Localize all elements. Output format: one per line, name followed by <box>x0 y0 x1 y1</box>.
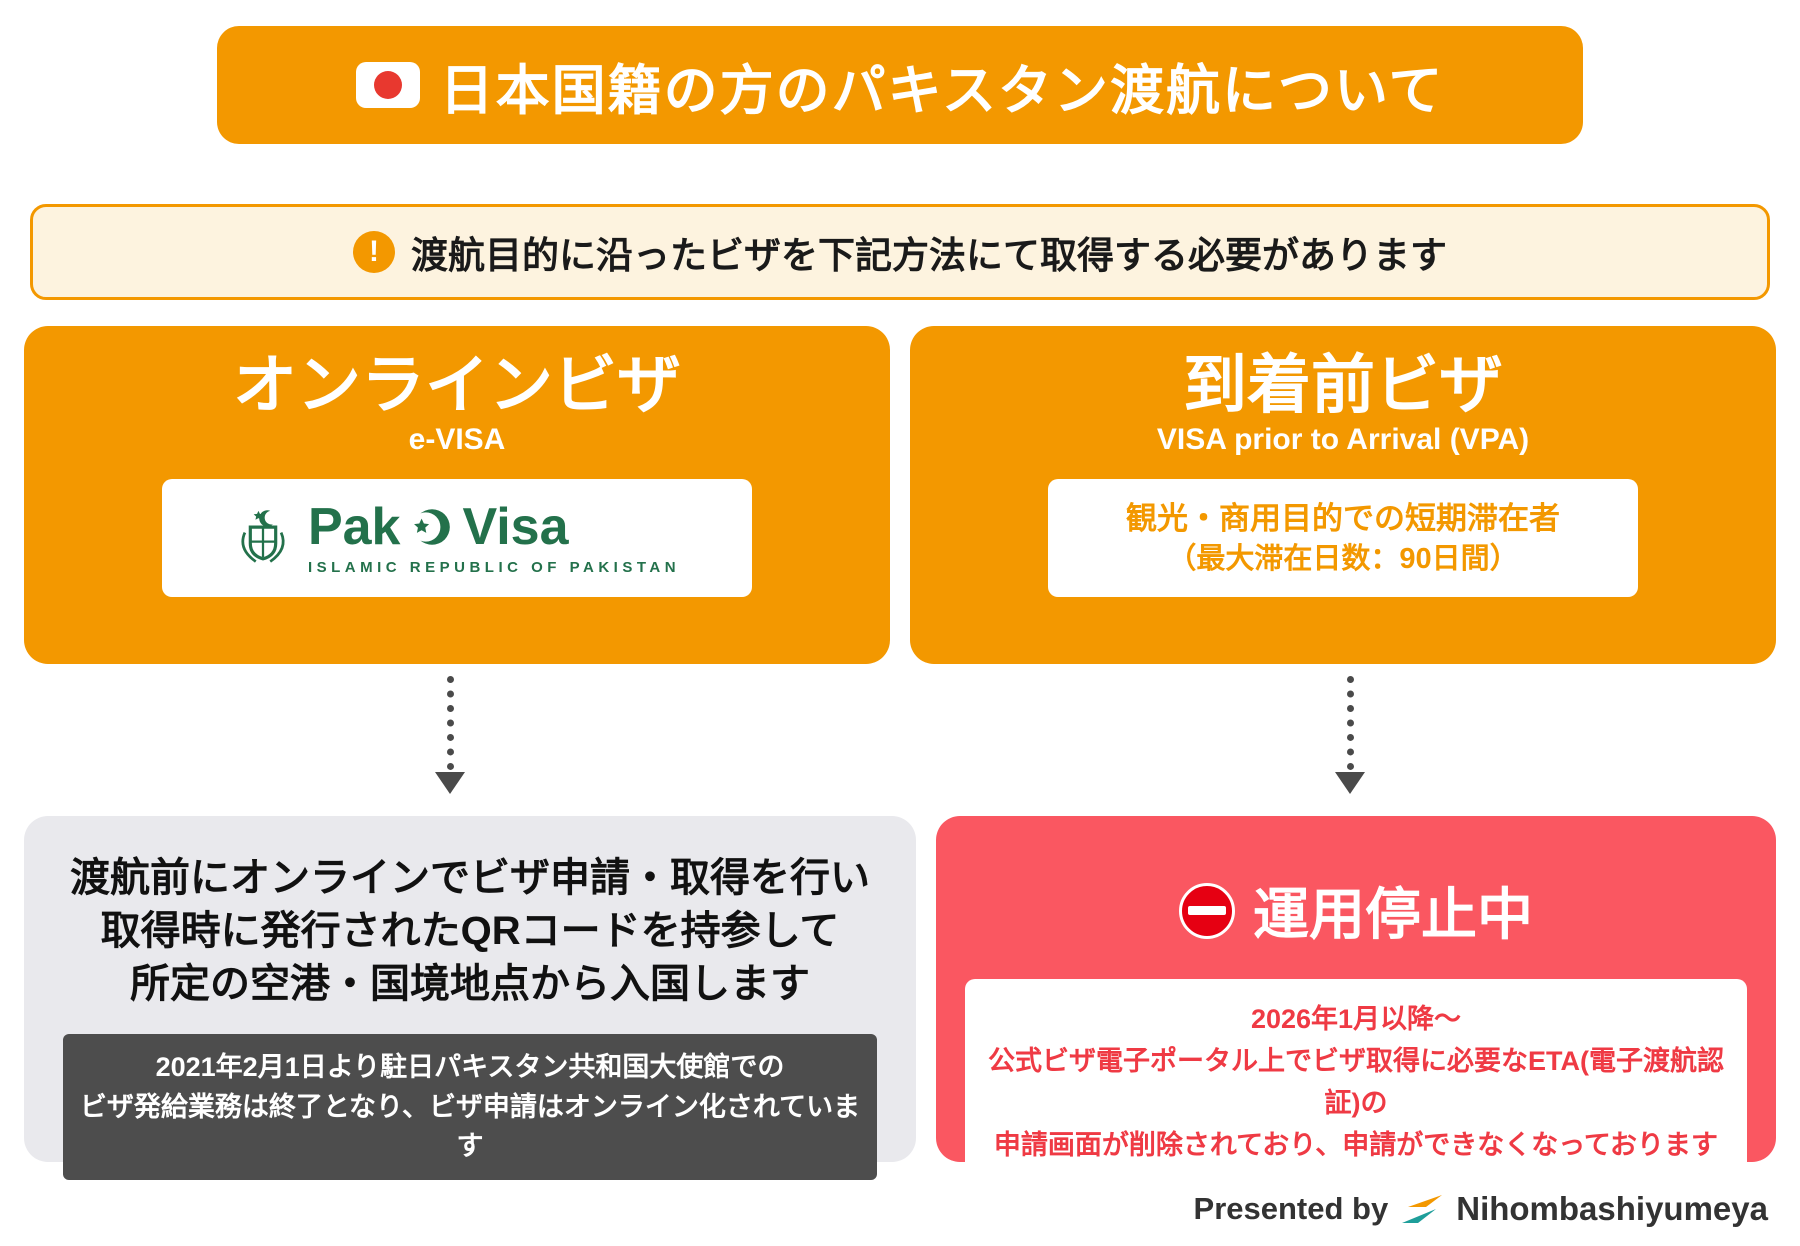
japan-flag-dot <box>373 71 402 99</box>
arrow-down-icon <box>435 772 465 794</box>
evisa-procedure-box: 渡航前にオンラインでビザ申請・取得を行い 取得時に発行されたQRコードを持参して… <box>24 816 916 1180</box>
visa-word: Visa <box>462 497 569 556</box>
pak-visa-logo-card: Pak Visa ISLAMIC REPUBLIC OF PAKISTAN <box>162 479 752 598</box>
pak-visa-words: Pak Visa <box>308 501 680 553</box>
vpa-info-card: 観光・商用目的での短期滞在者 （最大滞在日数：90日間） <box>1048 479 1638 598</box>
japan-flag-icon <box>355 62 420 108</box>
detail-line: 申請画面が削除されており、申請ができなくなっております <box>993 1129 1719 1160</box>
procedure-line: 所定の空港・国境地点から入国します <box>130 961 810 1006</box>
footer: Presented by Nihombashiyumeya <box>1194 1190 1768 1228</box>
note-line: ビザ発給業務は終了となり、ビザ申請はオンライン化されています <box>79 1091 861 1161</box>
results-row: 渡航前にオンラインでビザ申請・取得を行い 取得時に発行されたQRコードを持参して… <box>24 816 1776 1187</box>
flow-arrows-row <box>0 676 1800 808</box>
no-entry-bar <box>1188 906 1226 915</box>
notice-text: 渡航目的に沿ったビザを下記方法にて取得する必要があります <box>411 235 1447 276</box>
crescent-star-icon <box>411 508 451 545</box>
page-title-banner: 日本国籍の方のパキスタン渡航について <box>217 26 1583 144</box>
procedure-line: 渡航前にオンラインでビザ申請・取得を行い <box>70 856 870 900</box>
pak-visa-caption: ISLAMIC REPUBLIC OF PAKISTAN <box>307 558 681 576</box>
vpa-title: 到着前ビザ <box>1183 349 1503 421</box>
detail-line: 2026年1月以降〜 <box>1250 1004 1462 1034</box>
vpa-status-box: 運用停止中 2026年1月以降〜 公式ビザ電子ポータル上でビザ取得に必要なETA… <box>936 816 1776 1187</box>
evisa-flow-arrow <box>0 676 900 808</box>
pak-visa-wordmark: Pak Visa ISLAMIC REPUBLIC OF PAKISTAN <box>308 501 680 576</box>
vpa-status-label: 運用停止中 <box>1253 883 1533 946</box>
embassy-note-box: 2021年2月1日より駐日パキスタン共和国大使館での ビザ発給業務は終了となり、… <box>62 1034 878 1180</box>
notice-banner: ! 渡航目的に沿ったビザを下記方法にて取得する必要があります <box>30 204 1770 300</box>
arrow-down-icon <box>1335 772 1365 794</box>
presented-by-label: Presented by <box>1193 1191 1389 1226</box>
brand-name: Nihombashiyumeya <box>1456 1190 1768 1227</box>
warning-icon: ! <box>353 231 395 273</box>
vpa-flow-arrow <box>900 676 1800 808</box>
evisa-panel: オンラインビザ e-VISA Pak <box>24 326 890 664</box>
evisa-procedure-text: 渡航前にオンラインでビザ申請・取得を行い 取得時に発行されたQRコードを持参して… <box>50 852 890 1010</box>
infographic-page: 日本国籍の方のパキスタン渡航について ! 渡航目的に沿ったビザを下記方法にて取得… <box>0 26 1800 1246</box>
vpa-status-detail-card: 2026年1月以降〜 公式ビザ電子ポータル上でビザ取得に必要なETA(電子渡航認… <box>965 979 1747 1187</box>
pakistan-emblem-icon <box>241 510 285 563</box>
procedure-line: 取得時に発行されたQRコードを持参して <box>100 908 840 953</box>
pak-visa-logo: Pak Visa ISLAMIC REPUBLIC OF PAKISTAN <box>234 501 680 576</box>
vpa-info-line1: 観光・商用目的での短期滞在者 <box>1126 500 1560 536</box>
pak-word: Pak <box>307 497 401 556</box>
visa-options-row: オンラインビザ e-VISA Pak <box>24 326 1776 664</box>
vpa-panel: 到着前ビザ VISA prior to Arrival (VPA) 観光・商用目… <box>910 326 1776 664</box>
evisa-title: オンラインビザ <box>233 349 681 421</box>
evisa-subtitle: e-VISA <box>408 423 506 457</box>
vpa-status-row: 運用停止中 <box>936 870 1776 951</box>
dotted-line <box>446 676 454 770</box>
vpa-info-line2: （最大滞在日数：90日間） <box>1167 542 1519 575</box>
vpa-subtitle: VISA prior to Arrival (VPA) <box>1156 423 1530 457</box>
page-title: 日本国籍の方のパキスタン渡航について <box>439 60 1445 121</box>
detail-line: 公式ビザ電子ポータル上でビザ取得に必要なETA(電子渡航認証)の <box>988 1045 1724 1118</box>
vpa-info-text: 観光・商用目的での短期滞在者 （最大滞在日数：90日間） <box>1126 498 1560 579</box>
dotted-line <box>1346 676 1354 770</box>
note-line: 2021年2月1日より駐日パキスタン共和国大使館での <box>155 1052 785 1083</box>
no-entry-icon <box>1179 882 1235 939</box>
